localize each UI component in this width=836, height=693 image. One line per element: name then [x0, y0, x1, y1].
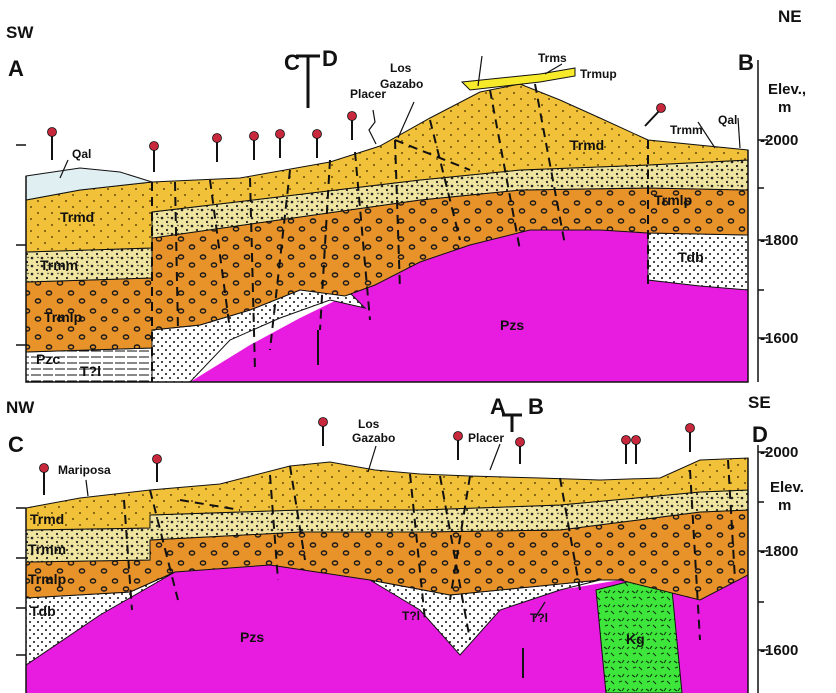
tick-1600-bottom: -1600	[760, 642, 798, 659]
label-trmlp-bottom: Trmlp	[28, 571, 66, 587]
label-kg: Kg	[626, 631, 645, 647]
label-trmlp-right: Trmlp	[654, 192, 692, 208]
place-placer-bottom: Placer	[468, 431, 504, 445]
label-trmd-right: Trmd	[570, 137, 604, 153]
label-trmm-right: Trmm	[670, 123, 703, 137]
label-trmm-bottom: Trmm	[28, 541, 66, 557]
label-tq-top: T?l	[80, 363, 101, 379]
place-los-top: Los	[390, 61, 412, 75]
label-tdb-bottom: Tdb	[30, 603, 56, 619]
elev-title-top: Elev.,	[768, 81, 806, 98]
label-trmup: Trmup	[580, 67, 617, 81]
place-gazabo-bottom: Gazabo	[352, 431, 395, 445]
section-c-d: NW SE C D A B Elev. m -2000 -1800 -1600 …	[6, 393, 804, 693]
dir-nw: NW	[6, 398, 35, 417]
label-qal-right: Qal	[718, 113, 737, 127]
endpoint-b: B	[738, 50, 754, 75]
label-pzc: Pzc	[36, 351, 60, 367]
endpoint-a: A	[8, 56, 24, 81]
place-gazabo-top: Gazabo	[380, 77, 423, 91]
crossing-a: A	[490, 394, 506, 419]
dir-se: SE	[748, 393, 771, 412]
crossing-c: C	[284, 50, 300, 75]
place-mariposa: Mariposa	[58, 463, 111, 477]
dir-ne: NE	[778, 7, 802, 26]
label-pzs-bottom: Pzs	[240, 629, 264, 645]
tick-2000-bottom: -2000	[760, 444, 798, 461]
crossing-d: D	[322, 46, 338, 71]
label-trmlp: Trmlp	[44, 309, 82, 325]
label-qal-left: Qal	[72, 147, 91, 161]
elev-unit-bottom: m	[778, 497, 791, 514]
label-trmm: Trmm	[40, 257, 78, 273]
label-pzs-top: Pzs	[500, 317, 524, 333]
place-los-bottom: Los	[358, 417, 380, 431]
tick-2000-top: -2000	[760, 132, 798, 149]
elev-unit-top: m	[778, 99, 791, 116]
tick-1600-top: -1600	[760, 330, 798, 347]
tick-1800-bottom: -1800	[760, 543, 798, 560]
label-tdb-right: Tdb	[678, 249, 704, 265]
endpoint-c: C	[8, 432, 24, 457]
dir-sw: SW	[6, 23, 34, 42]
section-a-b: SW NE A B C D Elev., m -2000 -1800 -1600…	[6, 7, 806, 382]
elev-title-bottom: Elev.	[770, 479, 804, 496]
label-trms: Trms	[538, 51, 567, 65]
label-tq-1: T?l	[402, 609, 420, 623]
label-trmd: Trmd	[60, 209, 94, 225]
crossing-b: B	[528, 394, 544, 419]
label-trmd-bottom: Trmd	[30, 511, 64, 527]
label-tq-2: T?l	[530, 611, 548, 625]
tick-1800-top: -1800	[760, 232, 798, 249]
